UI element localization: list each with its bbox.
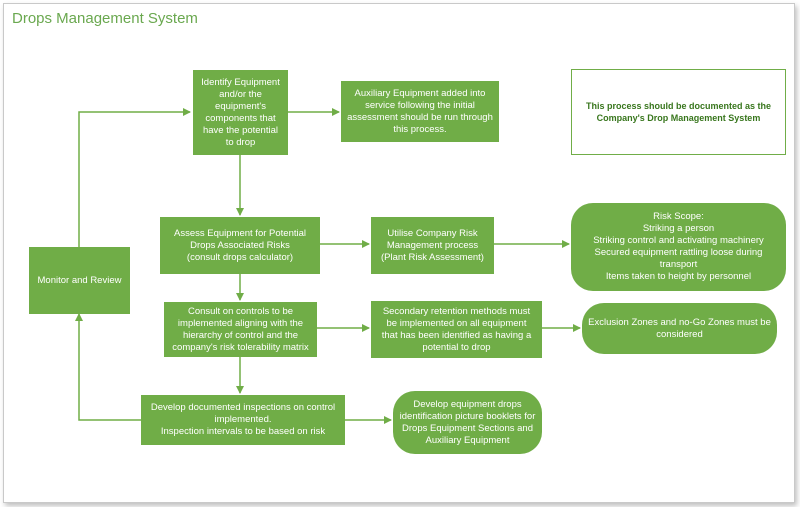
secondary-retention-box: Secondary retention methods must be impl… [371,301,542,358]
arrow-develop-to-monitor [75,313,141,421]
consult-controls-box: Consult on controls to be implemented al… [164,302,317,357]
identify-equipment-box: Identify Equipment and/or the equipment'… [193,70,288,155]
risk-scope-box: Risk Scope: Striking a person Striking c… [571,203,786,291]
arrow-monitor-to-identify [78,108,191,247]
documentation-note: This process should be documented as the… [571,69,786,155]
monitor-and-review-box: Monitor and Review [29,247,130,314]
exclusion-zones-box: Exclusion Zones and no-Go Zones must be … [582,303,777,354]
auxiliary-equipment-box: Auxiliary Equipment added into service f… [341,81,499,142]
diagram-title: Drops Management System [12,10,198,27]
utilise-risk-process-box: Utilise Company Risk Management process … [371,217,494,274]
assess-equipment-box: Assess Equipment for Potential Drops Ass… [160,217,320,274]
develop-inspections-box: Develop documented inspections on contro… [141,395,345,445]
picture-booklets-box: Develop equipment drops identification p… [393,391,542,454]
